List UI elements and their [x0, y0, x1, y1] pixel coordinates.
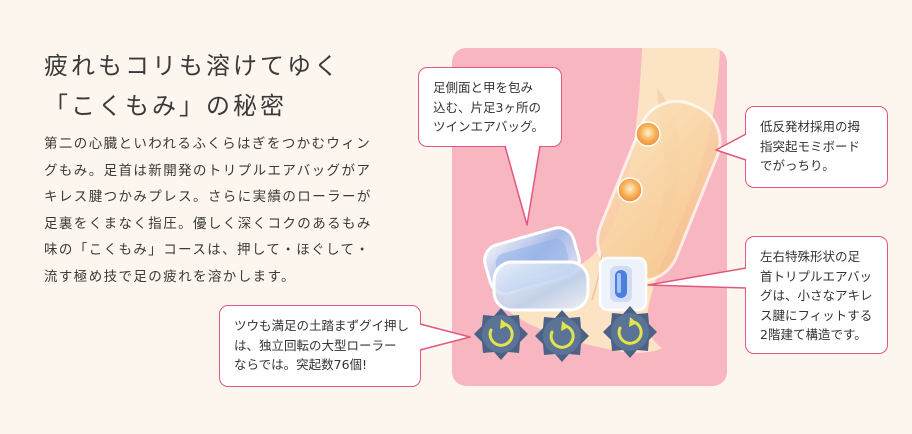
headline: 疲れもコリも溶けてゆく 「こくもみ」の秘密 [44, 46, 341, 126]
callout-line: 込む、片足3ヶ所の [433, 99, 541, 115]
callout-line: 足側面と甲を包み [433, 80, 534, 95]
description-text: 第二の心臓といわれるふくらはぎをつかむウィン グもみ。足首は新開発のトリプルエア… [44, 131, 394, 290]
callout-line: 2階建て構造です。 [760, 327, 867, 342]
foot-massager-illustration [452, 48, 727, 386]
callout-line: グは、小さなアキレ [760, 288, 873, 303]
callout-line: ならでは。突起数76個! [234, 357, 368, 372]
description-line: グもみ。足首は新開発のトリプルエアバッグがア [44, 162, 372, 179]
description-line: 足裏をくまなく指圧。優しく深くコクのあるもみ [44, 215, 372, 232]
kneading-node [617, 177, 643, 203]
headline-line-1: 疲れもコリも溶けてゆく [44, 52, 341, 80]
instep-airbag [492, 260, 590, 312]
description-line: 第二の心臓といわれるふくらはぎをつかむウィン [44, 136, 372, 152]
callout-line: 首トリプルエアバッ [760, 268, 873, 284]
callout-ankle-airbag: 左右特殊形状の足 首トリプルエアバッ グは、小さなアキレ ス腱にフィットする 2… [745, 236, 888, 354]
callout-line: ス腱にフィットする [760, 307, 873, 323]
description-line: キレス腱つかみプレス。さらに実績のローラーが [44, 189, 372, 205]
callout-calf-board: 低反発材採用の拇 指突起モミボード でがっちり。 [745, 106, 888, 188]
sole-roller [603, 306, 657, 358]
callout-sole-roller: ツウも満足の土踏まずグイ押し は、独立回転の大型ローラー ならでは。突起数76個… [219, 305, 421, 387]
ankle-triple-airbag [598, 256, 648, 312]
callout-line: 左右特殊形状の足 [760, 249, 861, 264]
description-line: 味の「こくもみ」コースは、押して・ほぐして・ [44, 242, 371, 258]
kneading-node [635, 121, 661, 147]
callout-line: でがっちり。 [760, 158, 835, 173]
ankle-outline [591, 252, 603, 301]
callout-line: 指突起モミボード [760, 138, 861, 154]
callout-line: は、独立回転の大型ローラー [234, 337, 397, 353]
callout-line: 低反発材採用の拇 [760, 119, 861, 134]
sole-roller [535, 310, 589, 362]
callout-line: ツウも満足の土踏まずグイ押し [234, 318, 410, 333]
description-line: 流す極め技で足の疲れを溶かします。 [44, 268, 296, 285]
callout-side-airbag: 足側面と甲を包み 込む、片足3ヶ所の ツインエアバッグ。 [418, 67, 562, 147]
callout-line: ツインエアバッグ。 [433, 119, 545, 134]
foot-massager-drawing [474, 48, 722, 362]
sole-roller [474, 308, 528, 360]
headline-line-2: 「こくもみ」の秘密 [44, 92, 287, 120]
